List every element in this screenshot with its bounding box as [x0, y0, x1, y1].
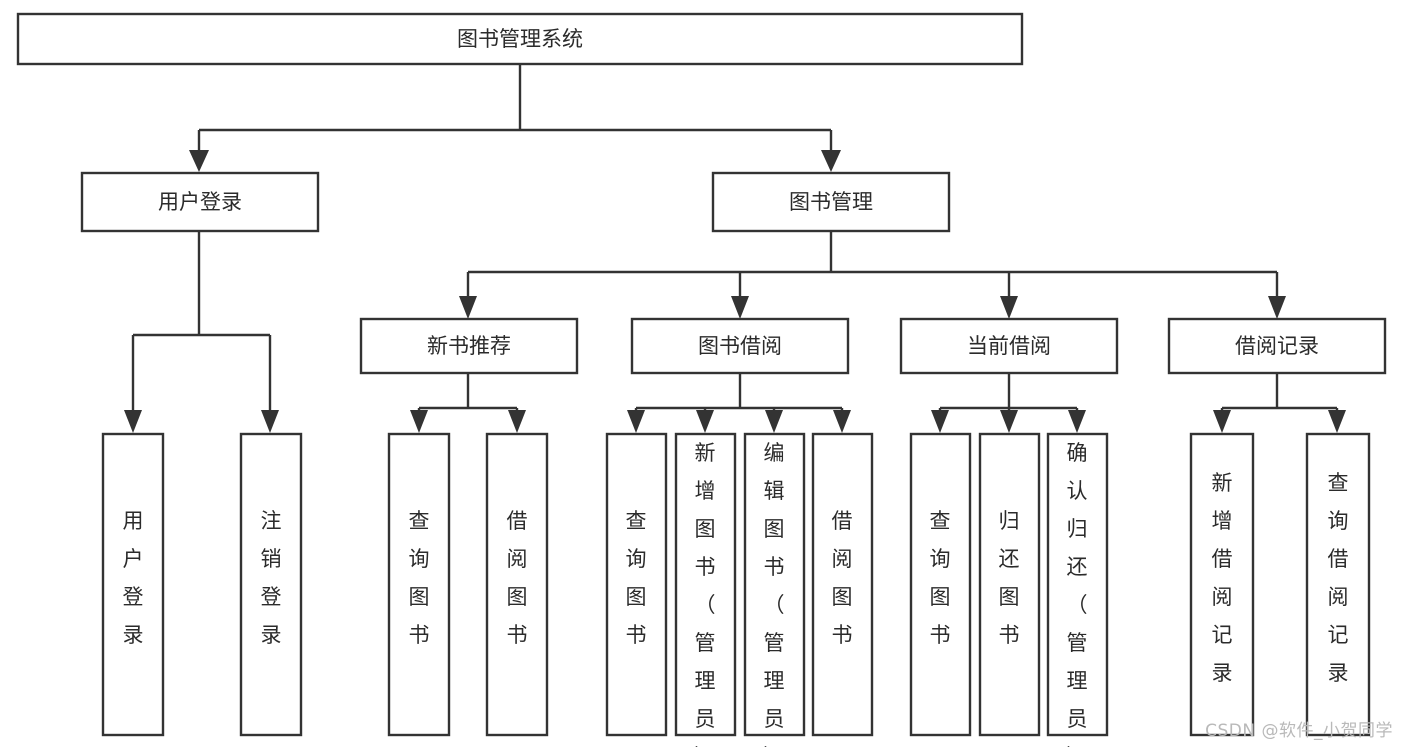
arrow-to-query-book-1: [410, 410, 428, 433]
node-leaf-query-record-label: 查询借阅记录: [1328, 471, 1349, 685]
node-leaf-query-record[interactable]: [1305, 432, 1371, 737]
node-leaf-confirm-return[interactable]: [1046, 432, 1109, 737]
arrow-to-add-book: [696, 410, 714, 433]
node-leaf-query-book-2-label: 查询图书: [626, 509, 647, 647]
arrow-to-add-record: [1213, 410, 1231, 433]
arrow-to-edit-book: [765, 410, 783, 433]
node-leaf-add-record[interactable]: [1189, 432, 1255, 737]
node-current-borrow-label: 当前借阅: [967, 334, 1051, 358]
arrow-to-user-login: [189, 150, 209, 172]
node-leaf-return-book[interactable]: [978, 432, 1041, 737]
node-leaf-user-login-label: 用户登录: [123, 509, 144, 647]
node-leaf-borrow-book-2[interactable]: [811, 432, 874, 737]
node-leaf-confirm-return-label: 确认归还（管理员）: [1067, 441, 1088, 747]
arrow-to-query-record: [1328, 410, 1346, 433]
node-leaf-borrow-book-1[interactable]: [485, 432, 549, 737]
node-user-login[interactable]: 用户登录: [80, 171, 320, 233]
arrow-to-current-borrow: [1000, 296, 1018, 319]
node-new-book-rec-label: 新书推荐: [427, 334, 511, 358]
node-root[interactable]: 图书管理系统: [16, 12, 1024, 66]
connector-layer: [124, 64, 1346, 433]
arrow-to-book-manage: [821, 150, 841, 172]
node-book-borrow-label: 图书借阅: [698, 334, 782, 358]
arrow-to-return-book: [1000, 410, 1018, 433]
node-book-manage[interactable]: 图书管理: [711, 171, 951, 233]
arrow-to-borrow-book-2: [833, 410, 851, 433]
node-leaf-add-book[interactable]: [674, 432, 737, 737]
node-leaf-add-book-label: 新增图书（管理员）: [695, 441, 716, 747]
node-leaf-user-login[interactable]: [101, 432, 165, 737]
arrow-to-borrow-record: [1268, 296, 1286, 319]
node-leaf-edit-book-label: 编辑图书（管理员）: [764, 441, 785, 747]
node-borrow-record[interactable]: 借阅记录: [1167, 317, 1387, 375]
node-book-manage-label: 图书管理: [789, 190, 873, 214]
node-leaf-borrow-book-1-label: 借阅图书: [507, 509, 528, 647]
node-book-borrow[interactable]: 图书借阅: [630, 317, 850, 375]
arrow-to-query-book-3: [931, 410, 949, 433]
arrow-to-confirm-return: [1068, 410, 1086, 433]
arrow-to-query-book-2: [627, 410, 645, 433]
node-leaf-query-book-3[interactable]: [909, 432, 972, 737]
node-leaf-logout-label: 注销登录: [261, 509, 282, 647]
node-leaf-borrow-book-2-label: 借阅图书: [832, 509, 853, 647]
vertical-label-layer: 用户登录 注销登录 查询图书 借阅图书 查询图书 新增图书（管理员） 编辑图书（…: [123, 441, 1349, 747]
arrow-to-leaf-logout: [261, 410, 279, 433]
node-leaf-query-book-2[interactable]: [605, 432, 668, 737]
arrow-to-book-borrow: [731, 296, 749, 319]
arrow-to-leaf-user-login: [124, 410, 142, 433]
csdn-watermark: CSDN @软件_小贺同学: [1205, 721, 1393, 741]
arrow-to-borrow-book-1: [508, 410, 526, 433]
node-current-borrow[interactable]: 当前借阅: [899, 317, 1119, 375]
node-borrow-record-label: 借阅记录: [1235, 334, 1319, 358]
node-leaf-add-record-label: 新增借阅记录: [1212, 471, 1233, 685]
node-leaf-edit-book[interactable]: [743, 432, 806, 737]
node-leaf-return-book-label: 归还图书: [999, 509, 1020, 647]
node-root-label: 图书管理系统: [457, 27, 583, 51]
arrow-to-new-book-rec: [459, 296, 477, 319]
node-leaf-query-book-1[interactable]: [387, 432, 451, 737]
node-leaf-query-book-3-label: 查询图书: [930, 509, 951, 647]
node-user-login-label: 用户登录: [158, 190, 242, 214]
node-leaf-query-book-1-label: 查询图书: [409, 509, 430, 647]
node-new-book-rec[interactable]: 新书推荐: [359, 317, 579, 375]
node-leaf-logout[interactable]: [239, 432, 303, 737]
